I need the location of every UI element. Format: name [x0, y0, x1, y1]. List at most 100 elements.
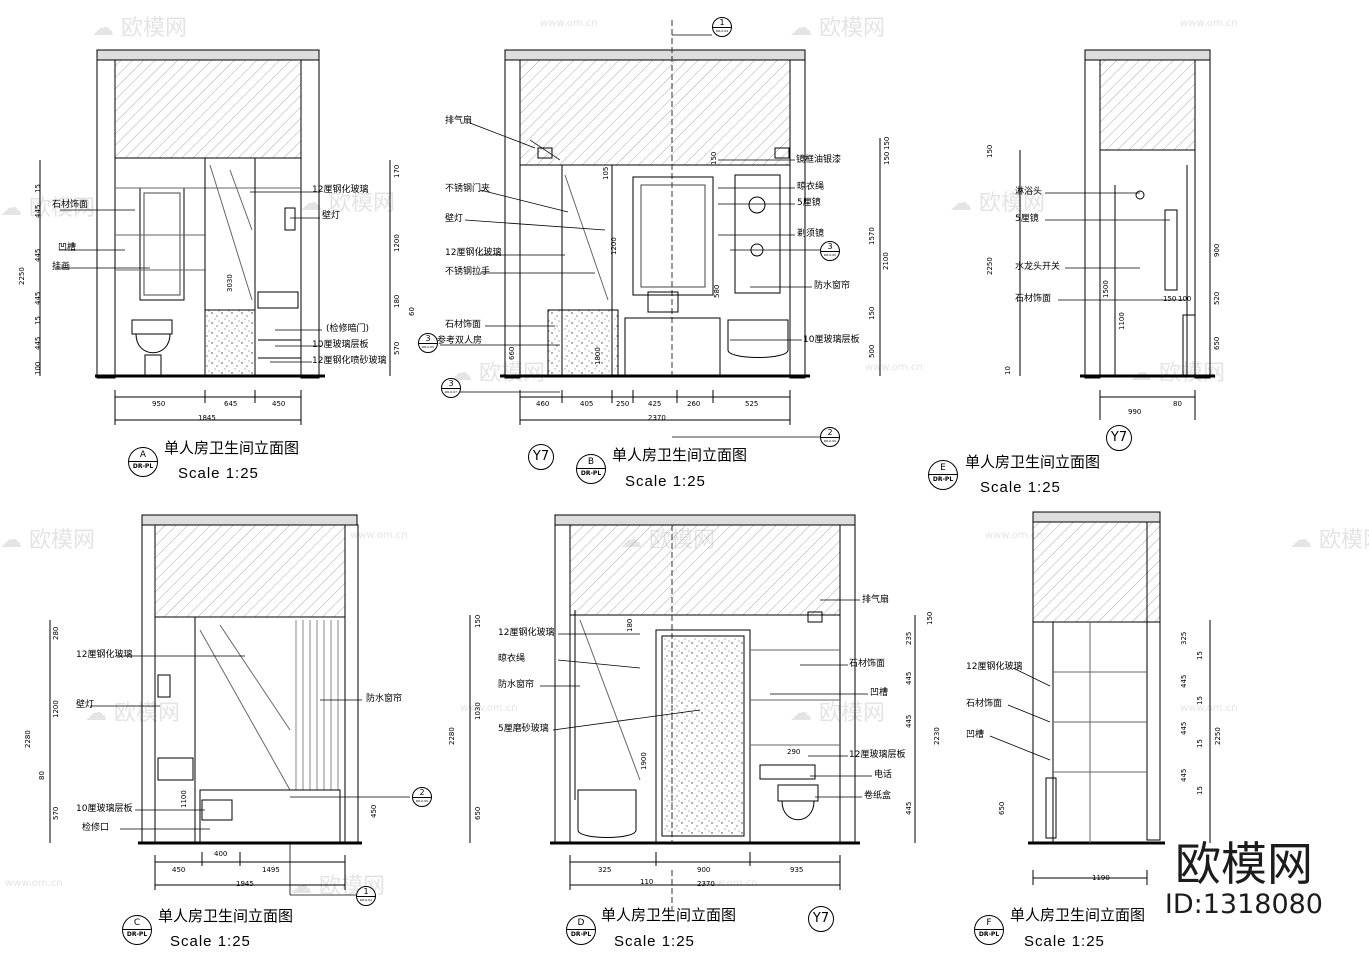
dim: 2280: [24, 730, 32, 748]
dim: 2250: [18, 267, 26, 285]
dim: 935: [790, 866, 804, 874]
dim: 15: [1196, 786, 1204, 795]
dim: 445: [34, 248, 42, 262]
label-tempered-glass: 12厘钢化玻璃: [76, 650, 133, 660]
dim: 1030: [474, 702, 482, 720]
label-stone-finish: 石材饰面: [1015, 294, 1052, 304]
dim: 1570: [868, 227, 876, 245]
dim: 450: [172, 866, 186, 874]
dim: 250: [616, 400, 630, 408]
dim: 100: [1178, 295, 1192, 303]
dim: 325: [598, 866, 612, 874]
dim: 150: [474, 614, 482, 628]
dim: 525: [745, 400, 759, 408]
dim: 445: [34, 291, 42, 305]
dim: 10: [1004, 366, 1012, 375]
label-groove: 凹槽: [966, 730, 985, 740]
label-clothesline: 晾衣绳: [498, 654, 526, 664]
dim: 445: [905, 671, 913, 685]
label-shower-curtain: 防水窗帘: [814, 281, 851, 291]
dim: 1945: [236, 880, 254, 888]
dim: 110: [640, 878, 654, 886]
label-shower-head: 淋浴头: [1015, 187, 1043, 197]
watermark-url: www.om.cn: [350, 530, 408, 541]
dim: 180: [393, 294, 401, 308]
dim: 445: [34, 204, 42, 218]
dim: 1200: [52, 700, 60, 718]
label-wall-lamp: 壁灯: [76, 700, 95, 710]
label-mirror: 5厘镜: [797, 198, 821, 208]
leader-lines: [55, 122, 1185, 830]
dim: 105: [602, 166, 610, 180]
label-tempered-glass: 12厘钢化玻璃: [445, 248, 502, 258]
dim: 650: [474, 806, 482, 820]
dim: 580: [713, 284, 721, 298]
dim: 2230: [933, 727, 941, 745]
watermark: ☁ 欧模网: [1130, 361, 1226, 386]
watermark: ☁ 欧模网: [1290, 528, 1369, 553]
dim: 150: [926, 611, 934, 625]
dim: 445: [1180, 721, 1188, 735]
dim: 1100: [180, 790, 188, 808]
dim: 645: [224, 400, 238, 408]
panel-b-title: 单人房卫生间立面图: [612, 446, 748, 464]
label-steel-door-clamp: 不锈钢门夹: [445, 184, 491, 194]
label-stone-finish: 石材饰面: [849, 659, 886, 669]
panel-a-title: 单人房卫生间立面图: [164, 439, 300, 457]
model-id: ID:1318080: [1164, 889, 1323, 920]
dim: 445: [1180, 768, 1188, 782]
label-glass-shelf: 10厘玻璃层板: [803, 335, 860, 345]
dim: 325: [1180, 631, 1188, 645]
axis-tag: Y7: [808, 906, 834, 932]
dim: 80: [1173, 400, 1182, 408]
dim: 260: [687, 400, 701, 408]
watermark: ☁ 欧模网: [85, 701, 181, 726]
panel-e-scale: Scale 1:25: [980, 479, 1061, 496]
dim: 2250: [1214, 727, 1222, 745]
panel-c-drawing: [49, 514, 362, 890]
label-glass-shelf: 10厘玻璃层板: [76, 804, 133, 814]
dim: 2100: [882, 252, 890, 270]
dim: 990: [1128, 408, 1142, 416]
panel-a-scale: Scale 1:25: [178, 465, 259, 482]
dim: 150: [883, 151, 891, 165]
label-mirror-frame: 镜框油银漆: [796, 155, 842, 165]
label-groove: 凹槽: [58, 243, 77, 253]
dim: 445: [34, 336, 42, 350]
dim: 900: [697, 866, 711, 874]
dim: 650: [1213, 336, 1221, 350]
panel-e-title: 单人房卫生间立面图: [965, 453, 1101, 471]
watermark-url: www.om.cn: [1180, 18, 1238, 29]
dim: 2250: [986, 257, 994, 275]
dim: 450: [272, 400, 286, 408]
dim: 900: [1213, 243, 1221, 257]
dim: 3030: [226, 274, 234, 292]
dim: 2370: [697, 880, 715, 888]
dim: 180: [626, 618, 634, 632]
panel-f-title: 单人房卫生间立面图: [1010, 906, 1146, 924]
dim: 1500: [1102, 280, 1110, 298]
panel-c-title: 单人房卫生间立面图: [158, 907, 294, 925]
label-shaving-mirror: 剃须镜: [797, 229, 825, 239]
dim: 445: [905, 714, 913, 728]
watermark: ☁ 欧模网: [790, 701, 886, 726]
dim: 500: [868, 344, 876, 358]
panel-f-drawing: [1028, 511, 1211, 885]
dim: 280: [52, 626, 60, 640]
dim: 1200: [393, 234, 401, 252]
dim: 100: [34, 361, 42, 375]
watermark-url: www.om.cn: [865, 362, 923, 373]
dim: 445: [1180, 674, 1188, 688]
watermark-url: www.om.cn: [1180, 703, 1238, 714]
label-shower-curtain: 防水窗帘: [498, 680, 535, 690]
